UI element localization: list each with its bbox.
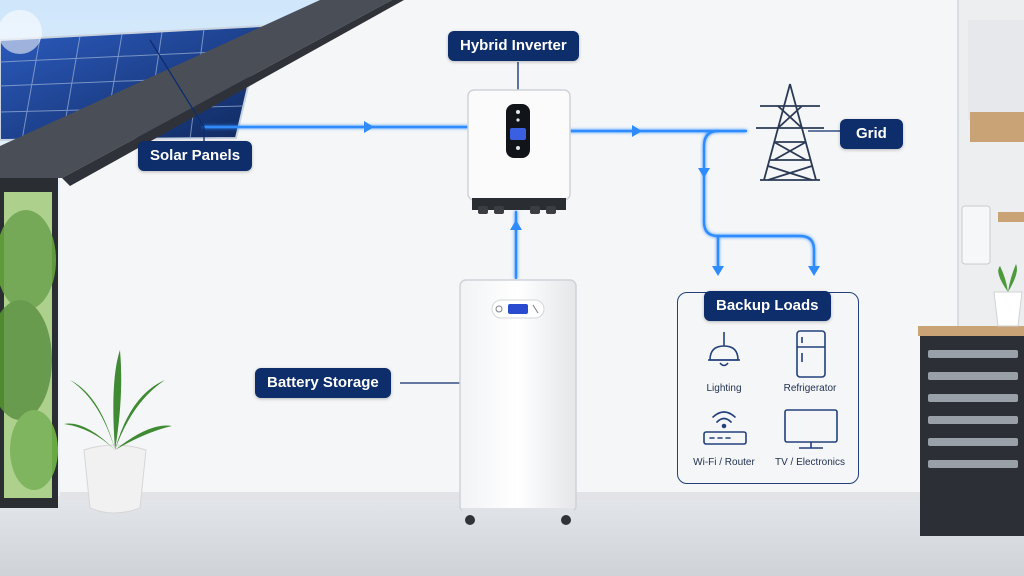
load-caption-tv-electronics: TV / Electronics <box>774 457 846 468</box>
flow-arrowheads <box>364 121 820 276</box>
kitchen-cabinet <box>918 20 1024 536</box>
solar-panels-label: Solar Panels <box>138 141 253 171</box>
potted-plant-icon <box>64 350 172 514</box>
load-caption-refrigerator: Refrigerator <box>783 383 837 394</box>
roof-fascia <box>62 0 404 186</box>
hybrid-inverter-label: Hybrid Inverter <box>448 31 579 61</box>
hybrid-inverter-icon <box>467 89 571 214</box>
backup-loads-label: Backup Loads <box>704 291 831 321</box>
battery-storage-icon <box>459 279 577 525</box>
wifi-router-icon <box>703 411 747 445</box>
transmission-tower-icon <box>756 83 824 181</box>
load-caption-lighting: Lighting <box>706 383 742 394</box>
pendant-light-icon <box>708 332 740 367</box>
tv-icon <box>784 409 838 449</box>
refrigerator-icon <box>796 330 826 378</box>
roof-edge <box>0 0 392 178</box>
grid-label: Grid <box>840 119 903 149</box>
label-leader-lines <box>149 39 846 384</box>
load-caption-wifi-router: Wi-Fi / Router <box>693 457 755 468</box>
battery-storage-label: Battery Storage <box>255 368 391 398</box>
window <box>0 178 58 508</box>
